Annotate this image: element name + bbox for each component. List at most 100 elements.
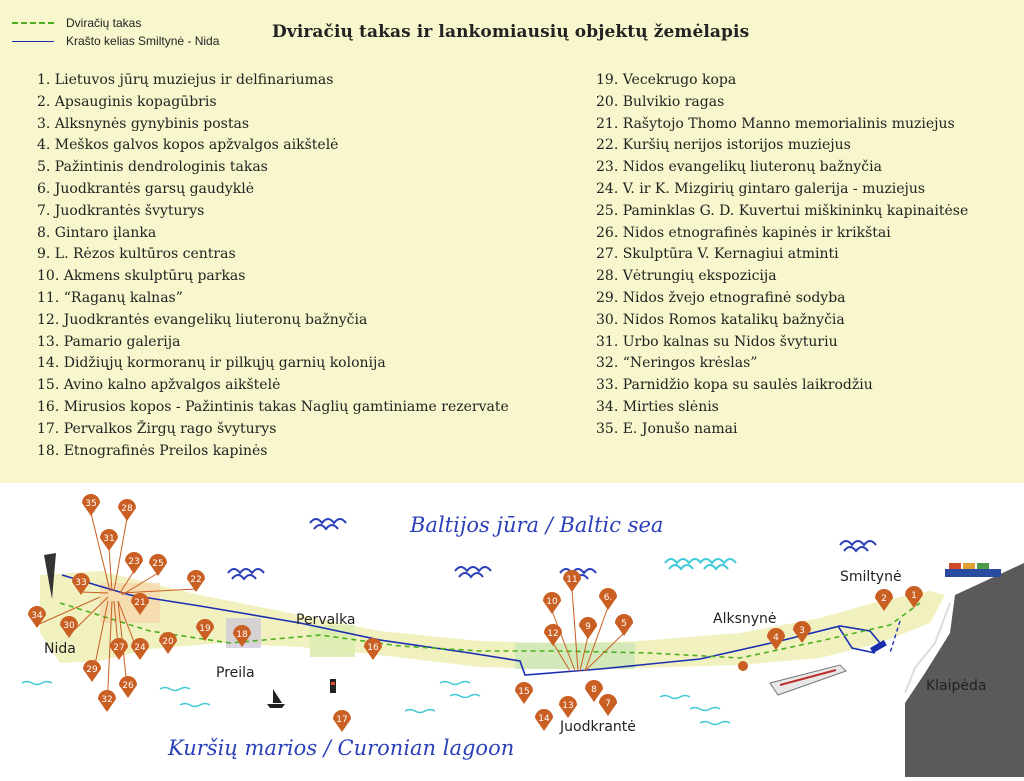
object-list-item: 33. Parnidžio kopa su saulės laikrodžiu <box>596 377 873 394</box>
object-list-item: 8. Gintaro įlanka <box>37 224 157 241</box>
object-list-item: 34. Mirties slėnis <box>596 398 719 415</box>
map-marker-13: 13 <box>559 696 577 718</box>
leader-line <box>579 635 589 672</box>
object-list-item: 20. Bulvikio ragas <box>596 93 725 110</box>
object-list-item: 17. Pervalkos Žirgų rago švyturys <box>37 420 277 437</box>
map-marker-20: 20 <box>159 632 177 654</box>
marker-number: 11 <box>566 575 577 585</box>
lagoon-wave <box>21 680 53 686</box>
legend-and-list-panel: Dviračių takas Krašto kelias Smiltynė - … <box>0 0 1024 483</box>
cargo-ship-icon <box>945 563 1001 577</box>
map-marker-25: 25 <box>149 554 167 576</box>
wave-icon <box>309 518 347 531</box>
object-list-item: 27. Skulptūra V. Kernagiui atminti <box>596 246 839 263</box>
object-list-item: 26. Nidos etnografinės kapinės ir krikšt… <box>596 224 891 241</box>
map-marker-2: 2 <box>875 589 893 611</box>
map-marker-29: 29 <box>83 660 101 682</box>
marker-number: 18 <box>236 630 248 640</box>
wave-icon <box>227 568 265 581</box>
marker-number: 5 <box>621 619 627 629</box>
object-list-item: 12. Juodkrantės evangelikų liuteronų baž… <box>37 311 368 328</box>
object-list-item: 25. Paminklas G. D. Kuvertui miškininkų … <box>596 202 969 219</box>
marker-number: 22 <box>190 575 201 585</box>
object-list-item: 6. Juodkrantės garsų gaudyklė <box>37 180 255 197</box>
map-marker-17: 17 <box>333 710 351 732</box>
map-marker-30: 30 <box>60 616 78 638</box>
map-marker-1: 1 <box>905 586 923 608</box>
object-list-item: 23. Nidos evangelikų liuteronų bažnyčia <box>596 159 882 176</box>
lagoon-wave <box>659 694 691 700</box>
object-list-item: 10. Akmens skulptūrų parkas <box>37 268 246 285</box>
marker-number: 28 <box>121 504 133 514</box>
curonian-spit-map: 123456.789101112131415161718192021222324… <box>21 494 1024 777</box>
map-marker-31: 31 <box>100 529 118 551</box>
marker-number: 34 <box>31 611 43 621</box>
marker-number: 35 <box>85 499 96 509</box>
leader-line <box>552 642 571 672</box>
place-smiltyne: Smiltynė <box>840 569 902 585</box>
lagoon-wave <box>404 708 436 714</box>
object-list-item: 3. Alksnynės gynybinis postas <box>37 115 250 132</box>
map-marker-35: 35 <box>82 494 100 516</box>
legend-road: Krašto kelias Smiltynė - Nida <box>12 32 219 50</box>
object-list-item: 7. Juodkrantės švyturys <box>37 202 205 219</box>
place-pervalka: Pervalka <box>296 612 356 628</box>
leader-line <box>584 606 609 672</box>
marker-number: 21 <box>134 598 145 608</box>
object-list-item: 29. Nidos žvejo etnografinė sodyba <box>596 289 846 306</box>
marker-number: 6. <box>604 593 613 603</box>
lagoon-wave <box>449 693 481 699</box>
road-to-ferry <box>837 625 876 654</box>
place-nida: Nida <box>44 641 76 657</box>
marker-number: 16 <box>367 643 379 653</box>
forest-patch-juodkrante <box>515 643 635 669</box>
lagoon-wave <box>159 686 191 692</box>
marker-number: 2 <box>881 594 887 604</box>
marker-number: 10 <box>546 597 558 607</box>
ferry-icon <box>870 640 887 654</box>
marker-number: 32 <box>101 695 112 705</box>
map-marker-11: 11 <box>563 570 581 592</box>
object-list-item: 35. E. Jonušo namai <box>596 420 738 437</box>
wave-icon <box>454 566 492 579</box>
road-swatch <box>12 40 54 42</box>
map-marker-27: 27 <box>110 638 128 660</box>
leader-line <box>119 588 197 594</box>
marker-number: 31 <box>103 534 114 544</box>
object-list-item: 13. Pamario galerija <box>37 333 181 350</box>
page-title: Dviračių takas ir lankomiausių objektų ž… <box>272 22 750 42</box>
marker-number: 29 <box>86 665 98 675</box>
map-marker-21: 21 <box>131 593 149 615</box>
marker-number: 15 <box>518 687 529 697</box>
bike-path-swatch <box>12 22 54 24</box>
object-list-item: 28. Vėtrungių ekspozicija <box>596 268 777 285</box>
marker-number: 12 <box>547 629 558 639</box>
marker-number: 33 <box>75 578 86 588</box>
lagoon-waves <box>21 680 731 726</box>
map-marker-10: 10 <box>543 592 561 614</box>
map-legend: Dviračių takas Krašto kelias Smiltynė - … <box>12 14 219 50</box>
leader-line <box>108 547 113 592</box>
object-list-item: 9. L. Rėzos kultūros centras <box>37 246 236 263</box>
map-marker-3: 3 <box>793 621 811 643</box>
object-list-item: 21. Rašytojo Thomo Manno memorialinis mu… <box>596 115 955 132</box>
pervalka-lighthouse-icon <box>330 679 336 693</box>
object-list-item: 2. Apsauginis kopagūbris <box>37 93 217 110</box>
marker-number: 3 <box>799 626 805 636</box>
klaipeda-shore-detail <box>904 602 951 694</box>
legend-bike-path: Dviračių takas <box>12 14 219 32</box>
object-list-item: 11. “Raganų kalnas” <box>37 289 183 306</box>
map-marker-34: 34 <box>28 606 46 628</box>
legend-bike-path-label: Dviračių takas <box>66 16 142 30</box>
map-marker-19: 19 <box>196 619 214 641</box>
road-line <box>61 574 881 676</box>
object-list-item: 1. Lietuvos jūrų muziejus ir delfinarium… <box>37 72 334 88</box>
marker-number: 24 <box>134 643 146 653</box>
map-marker-8: 8 <box>585 680 603 702</box>
marker-number: 14 <box>538 714 550 724</box>
map-marker-18: 18 <box>233 625 251 647</box>
map-marker-28: 28 <box>118 499 136 521</box>
marker-number: 26 <box>122 681 134 691</box>
